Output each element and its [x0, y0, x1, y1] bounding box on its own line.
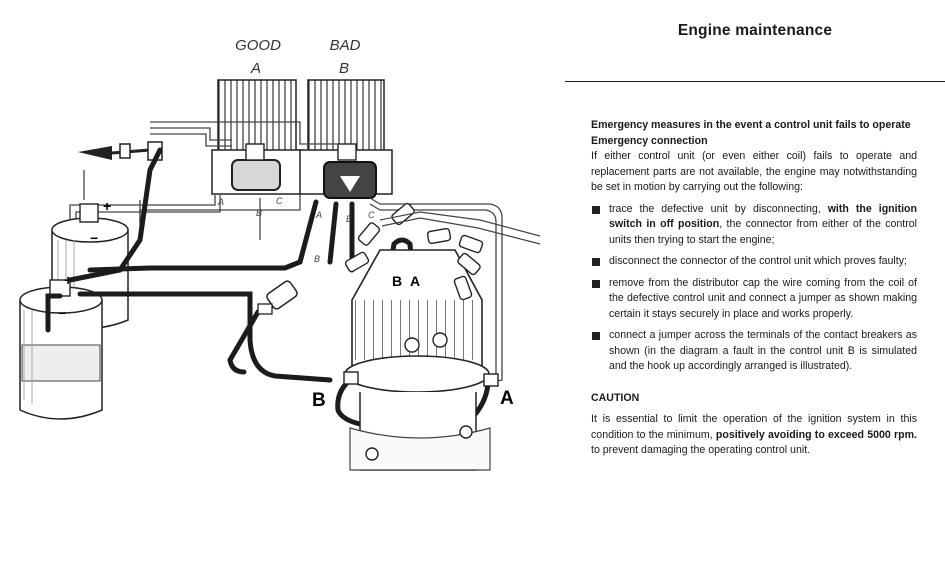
caution-post: to prevent damaging the operating contro… [591, 444, 811, 456]
unit-a-good-label: GOOD [235, 37, 281, 54]
marker-b: B [312, 390, 326, 411]
caution-bold: positively avoiding to exceed 5000 rpm. [715, 428, 917, 441]
square-bullet-icon [592, 332, 600, 340]
control-unit-a [211, 79, 303, 195]
list-item: trace the defective unit by disconnectin… [591, 202, 917, 249]
coil-bottom-minus: − [58, 305, 66, 321]
steps-list: trace the defective unit by disconnectin… [591, 202, 917, 375]
section-intro: If either control unit (or even either c… [591, 150, 917, 193]
unit-b-terminal-b: B [346, 214, 352, 224]
square-bullet-icon [592, 279, 600, 288]
wiring-diagram: GOOD A BAD B A B C A B C B [19, 37, 541, 471]
caution-heading: CAUTION [591, 391, 640, 404]
list-item: remove from the distributor cap the wire… [591, 276, 917, 323]
unit-b-terminal-c: C [368, 210, 375, 220]
step-1-bold: with the ignition switch in off position [609, 202, 918, 231]
section-subheading: Emergency connection [591, 134, 708, 147]
step-1-pre: trace the defective unit by disconnectin… [609, 202, 828, 215]
coil-top-plus: + [103, 198, 111, 214]
ignition-coil-bottom [19, 279, 103, 420]
caution-pre: It is essential to limit the operation o… [591, 413, 917, 441]
cap-letter-b: B [392, 273, 402, 289]
square-bullet-icon [592, 205, 600, 214]
title-divider [565, 81, 945, 82]
step-3-text: remove from the distributor cap the wire… [609, 276, 917, 320]
step-2-text: disconnect the connector of the control … [609, 255, 907, 267]
coil-top-minus: − [90, 230, 98, 246]
caution-text: It is essential to limit the operation o… [591, 412, 917, 459]
ground-symbol [78, 141, 163, 161]
marker-a: A [500, 388, 514, 409]
instructions-column: Emergency measures in the event a contro… [591, 118, 917, 459]
unit-b-terminal-a: A [315, 210, 322, 220]
unit-b-letter: B [339, 60, 349, 77]
list-item: connect a jumper across the terminals of… [591, 328, 917, 375]
cap-letter-a: A [410, 273, 420, 289]
control-unit-b [299, 79, 393, 199]
distributor [343, 249, 499, 471]
unit-b-bad-label: BAD [330, 37, 361, 54]
unit-a-terminal-b: B [256, 208, 262, 218]
wire-b-label: B [314, 254, 320, 264]
square-bullet-icon [592, 258, 600, 266]
step-1-post: , the connector from either of the contr… [609, 218, 917, 246]
list-item: disconnect the connector of the control … [591, 254, 917, 270]
step-4-text: connect a jumper across the terminals of… [609, 329, 917, 372]
page-title: Engine maintenance [677, 22, 833, 39]
section-heading: Emergency measures in the event a contro… [591, 119, 911, 131]
unit-a-terminal-c: C [276, 196, 283, 206]
loose-connector [257, 280, 298, 315]
unit-a-letter: A [250, 60, 261, 77]
